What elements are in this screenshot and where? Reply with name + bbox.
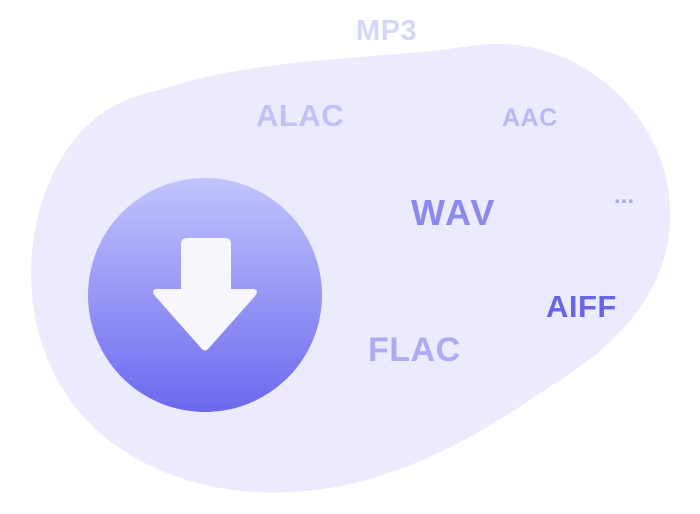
format-label-alac: ALAC <box>256 98 345 133</box>
format-label-more: ... <box>614 182 635 209</box>
format-label-mp3: MP3 <box>356 15 418 47</box>
format-label-wav: WAV <box>411 192 497 233</box>
format-label-flac: FLAC <box>368 331 461 369</box>
format-label-aac: AAC <box>502 104 558 132</box>
format-label-aiff: AIFF <box>546 289 617 324</box>
download-arrow <box>153 238 257 351</box>
download-arrow-icon <box>88 178 322 412</box>
